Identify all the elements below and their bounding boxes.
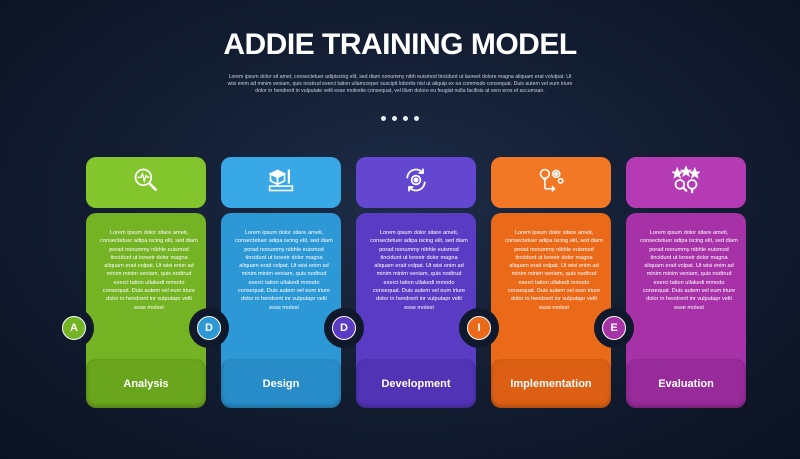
step-letter: I <box>467 316 491 340</box>
step-description: Lorem ipsum dolor sitare ameti, consecte… <box>640 230 738 311</box>
step-description: Lorem ipsum dolor sitare ameti, consecte… <box>505 230 603 311</box>
gear-cycle-icon <box>402 166 430 199</box>
step-description-card: Lorem ipsum dolor sitare ameti, consecte… <box>54 213 206 379</box>
step-label-card: Evaluation <box>626 359 746 408</box>
dot <box>392 116 397 121</box>
step-description-card: Lorem ipsum dolor sitare ameti, consecte… <box>189 213 341 379</box>
step-letter: A <box>62 316 86 340</box>
dot <box>414 116 419 121</box>
cube-ruler-pencil-icon <box>267 166 295 199</box>
step-label: Evaluation <box>658 377 714 390</box>
step-icon-card <box>221 157 341 208</box>
step-description: Lorem ipsum dolor sitare ameti, consecte… <box>235 230 333 311</box>
step-icon-card <box>356 157 476 208</box>
step-letter: E <box>602 316 626 340</box>
step-label-card: Development <box>356 359 476 408</box>
step-implementation: Lorem ipsum dolor sitare ameti, consecte… <box>459 157 611 408</box>
step-label-card: Design <box>221 359 341 408</box>
step-label: Analysis <box>123 377 169 390</box>
step-badge: A <box>54 308 94 348</box>
step-label: Design <box>262 377 300 390</box>
page-subtitle: Lorem ipsum dolor sit amet, consectetuer… <box>227 74 573 94</box>
dot <box>403 116 408 121</box>
step-description-card: Lorem ipsum dolor sitare ameti, consecte… <box>594 213 746 379</box>
step-badge: D <box>324 308 364 348</box>
magnifier-pulse-icon <box>132 166 160 199</box>
stars-magnifier-icon <box>671 165 701 199</box>
step-description-card: Lorem ipsum dolor sitare ameti, consecte… <box>459 213 611 379</box>
step-label: Implementation <box>510 377 592 390</box>
step-evaluation: Lorem ipsum dolor sitare ameti, consecte… <box>594 157 746 408</box>
step-analysis: Lorem ipsum dolor sitare ameti, consecte… <box>54 157 206 408</box>
step-label: Development <box>381 377 451 390</box>
step-description: Lorem ipsum dolor sitare ameti, consecte… <box>370 230 468 311</box>
step-letter: D <box>332 316 356 340</box>
dot <box>381 116 386 121</box>
step-icon-card <box>626 157 746 208</box>
step-development: Lorem ipsum dolor sitare ameti, consecte… <box>324 157 476 408</box>
bulb-gears-icon <box>537 166 565 199</box>
page-title: ADDIE TRAINING MODEL <box>223 28 577 61</box>
step-icon-card <box>86 157 206 208</box>
step-badge: I <box>459 308 499 348</box>
step-letter: D <box>197 316 221 340</box>
step-label-card: Analysis <box>86 359 206 408</box>
step-design: Lorem ipsum dolor sitare ameti, consecte… <box>189 157 341 408</box>
step-label-card: Implementation <box>491 359 611 408</box>
step-badge: D <box>189 308 229 348</box>
step-description: Lorem ipsum dolor sitare ameti, consecte… <box>100 230 198 311</box>
step-icon-card <box>491 157 611 208</box>
step-description-card: Lorem ipsum dolor sitare ameti, consecte… <box>324 213 476 379</box>
pagination-dots <box>0 116 800 121</box>
step-badge: E <box>594 308 634 348</box>
